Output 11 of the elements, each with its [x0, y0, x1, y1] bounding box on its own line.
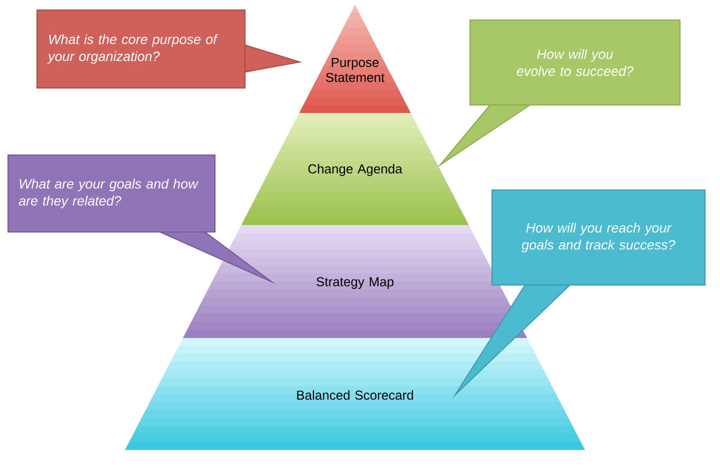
node-label: Strategy Map: [316, 277, 394, 289]
pyramid-layer: Purpose Statement: [299, 5, 411, 113]
pyramid-layer: Change Agenda: [241, 113, 469, 225]
speech-bubble: How will you evolve to succeed?: [437, 20, 680, 168]
node-label: Purpose Statement: [326, 58, 385, 82]
speech-bubble: What is the core purpose of your organization?: [36, 10, 302, 88]
node-label: Change Agenda: [308, 164, 402, 176]
speech-bubble: What are your goals and how are they related?: [8, 154, 276, 284]
node-label: Balanced Scorecard: [297, 390, 414, 400]
pyramid-layer: Balanced Scorecard: [125, 338, 585, 450]
speech-bubble: How will you reach your goals and track success?: [452, 190, 706, 398]
